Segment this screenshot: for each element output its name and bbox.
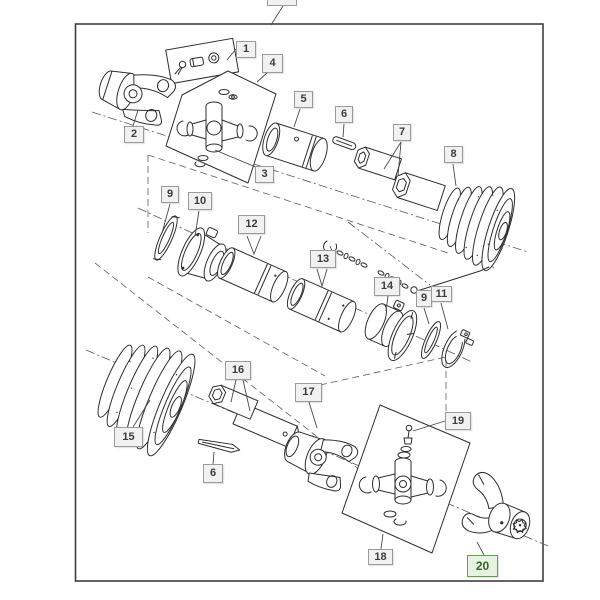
callout-3[interactable]: 3 xyxy=(255,166,274,183)
callout-14[interactable]: 14 xyxy=(374,277,400,296)
part-12-shield-tube xyxy=(217,235,289,303)
part-9-ring-left xyxy=(152,203,180,261)
part-18-cross-kit xyxy=(341,404,471,554)
part-17-yoke xyxy=(284,401,359,492)
callout-5[interactable]: 5 xyxy=(294,91,313,108)
callout-19[interactable]: 19 xyxy=(445,412,471,430)
callout-13[interactable]: 13 xyxy=(310,250,336,268)
part-6-pin-top xyxy=(332,123,357,151)
part-7-hex-tubes xyxy=(353,141,446,211)
part-5-tube-yoke xyxy=(262,108,328,172)
part-9-ring-right xyxy=(420,307,442,359)
callout-17[interactable]: 17 xyxy=(295,383,322,402)
callout-16[interactable]: 16 xyxy=(225,361,251,380)
callout-1[interactable]: 1 xyxy=(236,41,256,58)
part-8-shield-cone xyxy=(438,163,516,272)
callout-12[interactable]: 12 xyxy=(238,215,265,234)
part-13-shield-tube-inner xyxy=(286,245,357,333)
callout-7[interactable]: 7 xyxy=(393,124,411,141)
callout-20[interactable]: 20 xyxy=(467,555,498,577)
callout-2[interactable]: 2 xyxy=(124,126,144,143)
callout-18[interactable]: 18 xyxy=(368,549,393,565)
part-4-cross-kit xyxy=(165,70,277,184)
callout-4[interactable]: 4 xyxy=(262,54,283,73)
callout-11[interactable]: 11 xyxy=(431,286,452,302)
part-6-pin-bottom xyxy=(197,438,241,465)
part-2-yoke xyxy=(98,70,176,127)
callout-8[interactable]: 8 xyxy=(444,146,463,163)
callout-6[interactable]: 6 xyxy=(335,106,353,123)
callout-10[interactable]: 10 xyxy=(188,192,212,210)
callout-9[interactable]: 9 xyxy=(161,186,179,203)
part-19-grease-fitting xyxy=(403,424,413,445)
part-10-bearing xyxy=(177,210,227,283)
part-14-bearing-flange xyxy=(364,295,418,361)
part-20-end-yoke xyxy=(461,471,531,556)
part-11-clamp xyxy=(440,302,475,368)
callout-9[interactable]: 9 xyxy=(416,290,432,307)
callout-6[interactable]: 6 xyxy=(203,464,223,483)
callout-15[interactable]: 15 xyxy=(114,427,143,447)
part-3-cross xyxy=(176,89,258,168)
part-1-kit xyxy=(165,37,240,85)
part-15-shield-cone-large xyxy=(97,344,196,457)
part-16-hex-shafts xyxy=(208,379,301,448)
callout-top-partial[interactable] xyxy=(267,0,297,6)
